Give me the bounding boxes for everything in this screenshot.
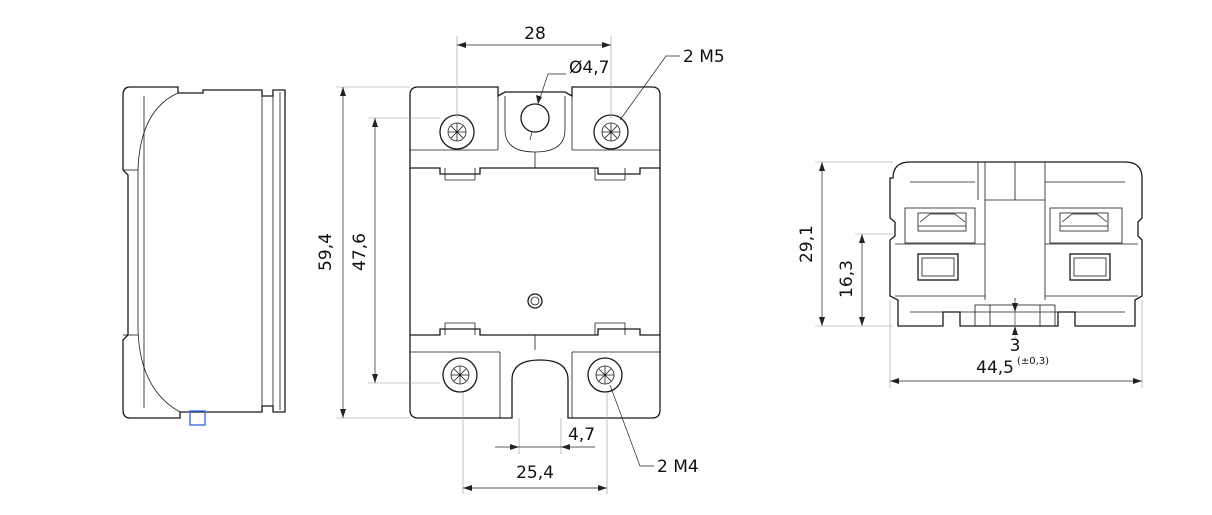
dim-bottom-screws: 2 M4 <box>657 457 699 477</box>
dim-hole-diameter: Ø4,7 <box>569 58 609 78</box>
dim-side-inner-height: 16,3 <box>837 260 857 298</box>
dim-overall-height: 59,4 <box>316 233 336 271</box>
left-profile-view <box>122 86 286 426</box>
dim-side-width-tolerance: (±0,3) <box>1017 356 1049 367</box>
front-view <box>409 86 661 419</box>
side-view <box>889 161 1143 327</box>
dim-top-width: 28 <box>524 24 546 44</box>
dim-side-gap: 3 <box>1010 336 1021 356</box>
dim-screw-pitch: 47,6 <box>350 233 370 271</box>
side-view-dimensions <box>815 161 1143 388</box>
dimension-labels: 28 Ø4,7 2 M5 59,4 47,6 4,7 25,4 2 M4 29,… <box>316 24 1049 483</box>
dim-slot-width: 4,7 <box>568 425 595 445</box>
dim-side-height: 29,1 <box>797 225 817 263</box>
dim-side-width: 44,5 <box>976 358 1014 378</box>
selection-handle[interactable] <box>189 410 206 426</box>
dim-top-screws: 2 M5 <box>683 47 725 67</box>
dim-bottom-pitch: 25,4 <box>516 463 554 483</box>
front-view-dimensions <box>336 36 680 494</box>
